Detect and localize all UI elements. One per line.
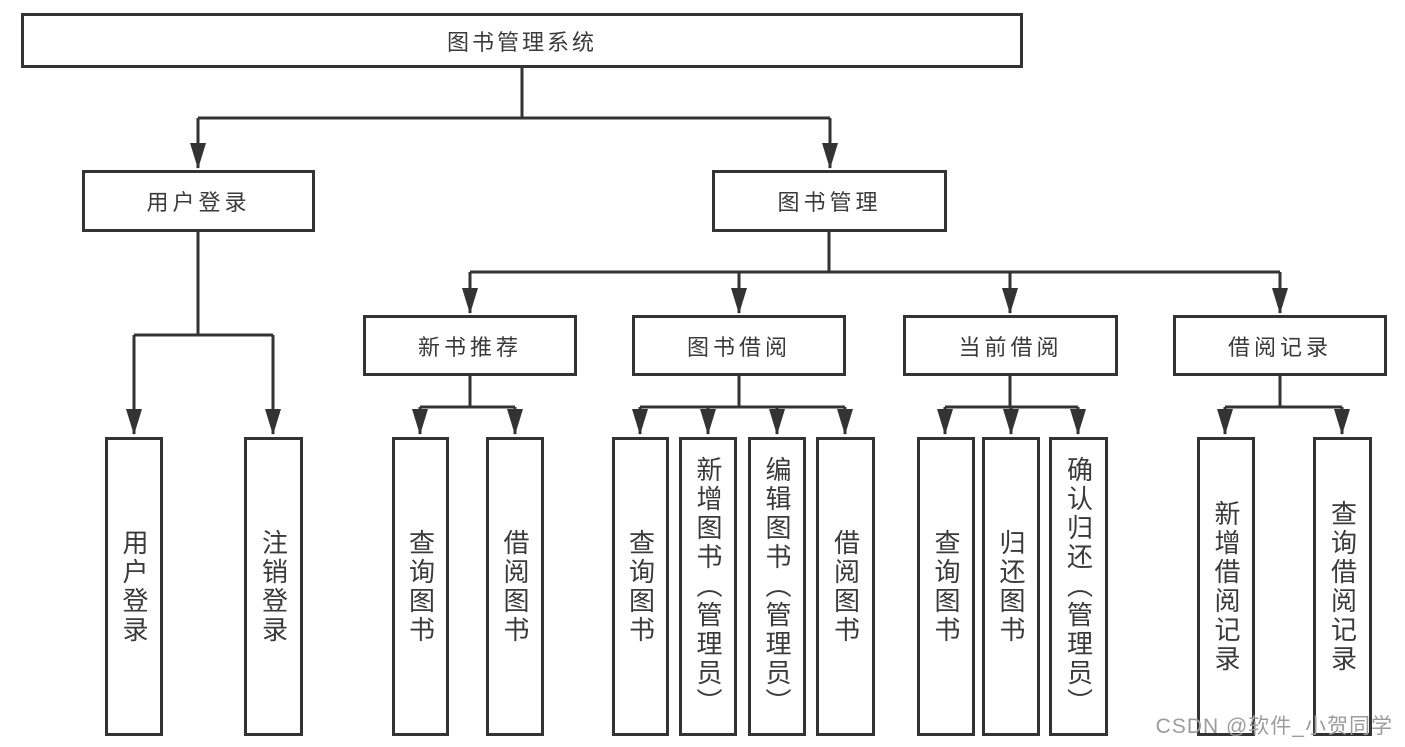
leaf-query-book-1-label: 查询图书 (405, 528, 436, 645)
leaf-user-login: 用户登录 (105, 437, 163, 736)
leaf-confirm-return-admin: 确认归还（管理员） (1049, 437, 1108, 736)
node-current-borrow-label: 当前借阅 (958, 334, 1063, 360)
connector-user-login-children (126, 232, 281, 435)
node-borrow-record-label: 借阅记录 (1227, 334, 1332, 360)
connector-root-to-level2 (190, 68, 838, 169)
watermark: CSDN @软件_小贺同学 (1155, 715, 1393, 738)
leaf-return-book: 归还图书 (982, 437, 1040, 736)
node-book-mgmt: 图书管理 (712, 170, 947, 232)
leaf-query-book-3-label: 查询图书 (931, 528, 961, 645)
leaf-query-borrow-record-label: 查询借阅记录 (1327, 499, 1358, 674)
node-root-label: 图书管理系统 (446, 29, 597, 55)
node-book-borrow-label: 图书借阅 (686, 334, 791, 360)
leaf-add-book-admin: 新增图书（管理员） (679, 437, 737, 736)
leaf-borrow-book-2-label: 借阅图书 (830, 528, 861, 645)
leaf-query-borrow-record: 查询借阅记录 (1313, 437, 1372, 736)
node-user-login: 用户登录 (82, 170, 315, 232)
leaf-query-book-2: 查询图书 (612, 437, 669, 736)
node-book-borrow: 图书借阅 (632, 315, 846, 376)
connector-current-borrow-children (937, 376, 1086, 435)
leaf-return-book-label: 归还图书 (996, 528, 1026, 645)
leaf-add-book-admin-label: 新增图书（管理员） (693, 456, 723, 717)
leaf-logout-label: 注销登录 (258, 528, 289, 645)
node-borrow-record: 借阅记录 (1173, 315, 1387, 376)
node-current-borrow: 当前借阅 (903, 315, 1118, 376)
leaf-borrow-book-2: 借阅图书 (816, 437, 875, 736)
connector-book-borrow-children (632, 376, 853, 435)
leaf-query-book-2-label: 查询图书 (625, 528, 656, 645)
connector-book-mgmt-children (462, 232, 1288, 314)
leaf-user-login-label: 用户登录 (119, 528, 149, 645)
node-new-book-rec-label: 新书推荐 (417, 334, 522, 360)
leaf-borrow-book-1: 借阅图书 (486, 437, 544, 736)
leaf-borrow-book-1-label: 借阅图书 (500, 528, 530, 645)
leaf-edit-book-admin: 编辑图书（管理员） (748, 437, 806, 736)
node-root: 图书管理系统 (21, 13, 1023, 68)
leaf-add-borrow-record: 新增借阅记录 (1197, 437, 1255, 736)
node-book-mgmt-label: 图书管理 (777, 190, 882, 215)
leaf-query-book-3: 查询图书 (917, 437, 975, 736)
connector-new-book-children (412, 376, 523, 435)
node-user-login-label: 用户登录 (146, 190, 251, 215)
leaf-logout: 注销登录 (244, 437, 303, 736)
leaf-add-borrow-record-label: 新增借阅记录 (1211, 499, 1241, 674)
node-new-book-rec: 新书推荐 (363, 315, 577, 376)
leaf-edit-book-admin-label: 编辑图书（管理员） (762, 456, 792, 717)
leaf-query-book-1: 查询图书 (392, 437, 449, 736)
connector-borrow-record-children (1217, 376, 1350, 435)
leaf-confirm-return-admin-label: 确认归还（管理员） (1063, 456, 1094, 717)
